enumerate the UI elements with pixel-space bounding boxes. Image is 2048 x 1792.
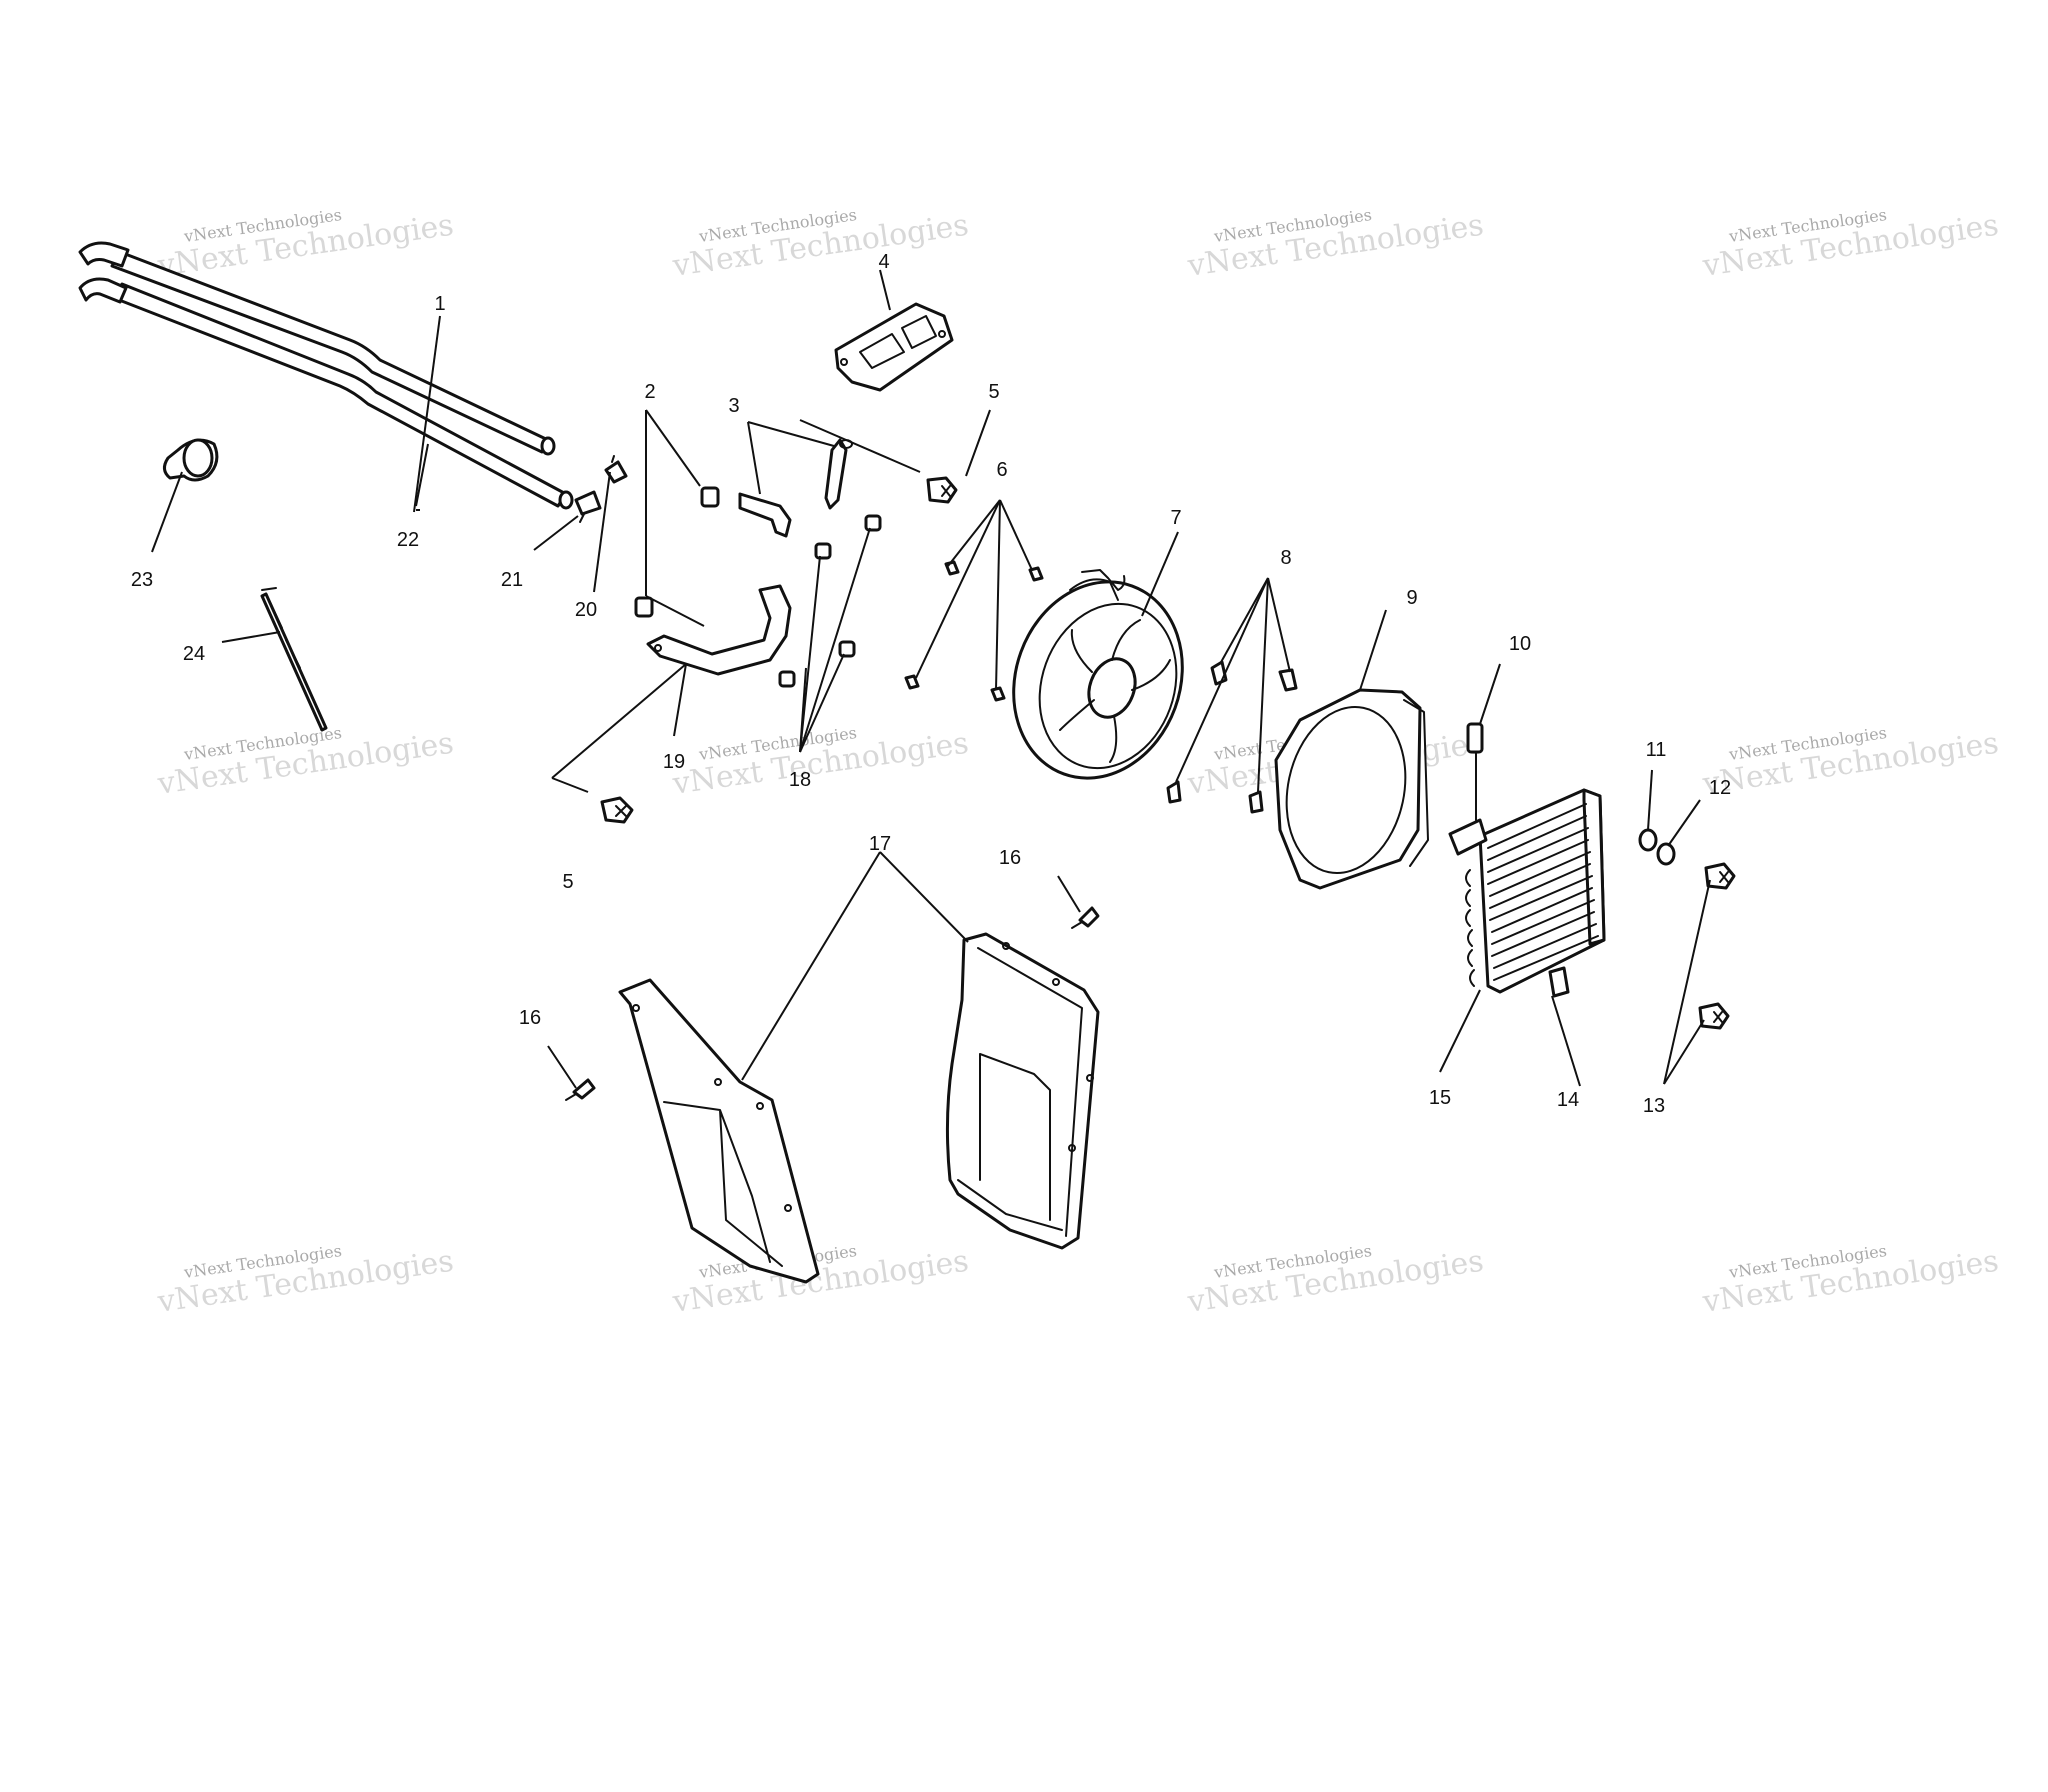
watermark: vNext Technologies vNext Technologies <box>1700 205 2001 284</box>
watermark: vNext Technologies vNext Technologies <box>1185 1241 1486 1320</box>
watermark: vNext Technologies vNext Technologies <box>1185 205 1486 284</box>
watermark: vNext Technologies vNext Technologies <box>1700 723 2001 802</box>
clip-drawing <box>1166 660 1298 814</box>
oil-hose-lower-drawing <box>78 277 574 510</box>
screw-drawing <box>1698 1002 1730 1030</box>
watermark: vNext Technologies vNext Technologies <box>1700 1241 2001 1320</box>
callout-4: 4 <box>878 251 889 273</box>
callout-10: 10 <box>1509 633 1531 655</box>
callout-16: 16 <box>999 847 1021 869</box>
callout-5: 5 <box>562 871 573 893</box>
air-deflector-left-drawing <box>618 978 820 1284</box>
watermark: vNext Technologies vNext Technologies <box>155 1241 456 1320</box>
screw-drawing <box>926 476 958 504</box>
callout-3: 3 <box>728 395 739 417</box>
watermark: vNext Technologies vNext Technologies <box>670 723 971 802</box>
air-deflector-right-drawing <box>945 932 1100 1250</box>
spacer-drawing <box>634 486 720 618</box>
lower-bracket-drawing <box>646 584 792 676</box>
part-labels: 1 22 23 24 21 20 2 3 4 5 6 7 8 9 10 11 1… <box>131 251 1731 1117</box>
callout-12: 12 <box>1709 777 1731 799</box>
oil-cooler-drawing <box>1448 788 1606 994</box>
callout-24: 24 <box>183 643 205 665</box>
self-tapping-screw-drawing <box>565 1078 596 1101</box>
hose-clamp-drawing <box>163 438 219 482</box>
screw-drawing <box>1704 862 1736 890</box>
callout-23: 23 <box>131 569 153 591</box>
screw-drawing <box>600 796 634 824</box>
callout-18: 18 <box>789 769 811 791</box>
watermark: vNext Technologies vNext Technologies <box>155 205 456 284</box>
callout-16: 16 <box>519 1007 541 1029</box>
callout-11: 11 <box>1646 739 1667 761</box>
hose-fitting-drawing <box>574 490 602 523</box>
callout-2: 2 <box>644 381 655 403</box>
watermark: vNext Technologies vNext Technologies <box>155 723 456 802</box>
nut-drawing <box>778 514 882 688</box>
fan-shroud-drawing <box>1274 688 1429 890</box>
watermark: vNext Technologies vNext Technologies <box>670 205 971 284</box>
callout-9: 9 <box>1406 587 1417 609</box>
callout-22: 22 <box>397 529 419 551</box>
callout-20: 20 <box>575 599 597 621</box>
callout-5: 5 <box>988 381 999 403</box>
clip-fitting-drawing <box>604 455 628 484</box>
mounting-plate-drawing <box>834 302 954 392</box>
self-tapping-screw-drawing <box>1071 906 1100 929</box>
callout-13: 13 <box>1643 1095 1665 1117</box>
washer-drawing <box>1638 828 1676 866</box>
cooling-fan-drawing <box>1012 569 1184 780</box>
callout-14: 14 <box>1557 1089 1579 1111</box>
upper-bracket-drawing <box>738 438 853 538</box>
leader-lines <box>151 269 1711 1089</box>
callout-6: 6 <box>996 459 1007 481</box>
callout-7: 7 <box>1170 507 1181 529</box>
oil-hose-upper-drawing <box>78 241 556 456</box>
callout-1: 1 <box>434 293 445 315</box>
temp-sensor-drawing <box>1466 722 1484 821</box>
callout-8: 8 <box>1280 547 1291 569</box>
callout-21: 21 <box>501 569 523 591</box>
cable-tie-drawing <box>260 587 328 732</box>
rubber-grommet-drawing <box>1548 966 1570 998</box>
callout-17: 17 <box>869 833 891 855</box>
callout-15: 15 <box>1429 1087 1451 1109</box>
callout-19: 19 <box>663 751 685 773</box>
